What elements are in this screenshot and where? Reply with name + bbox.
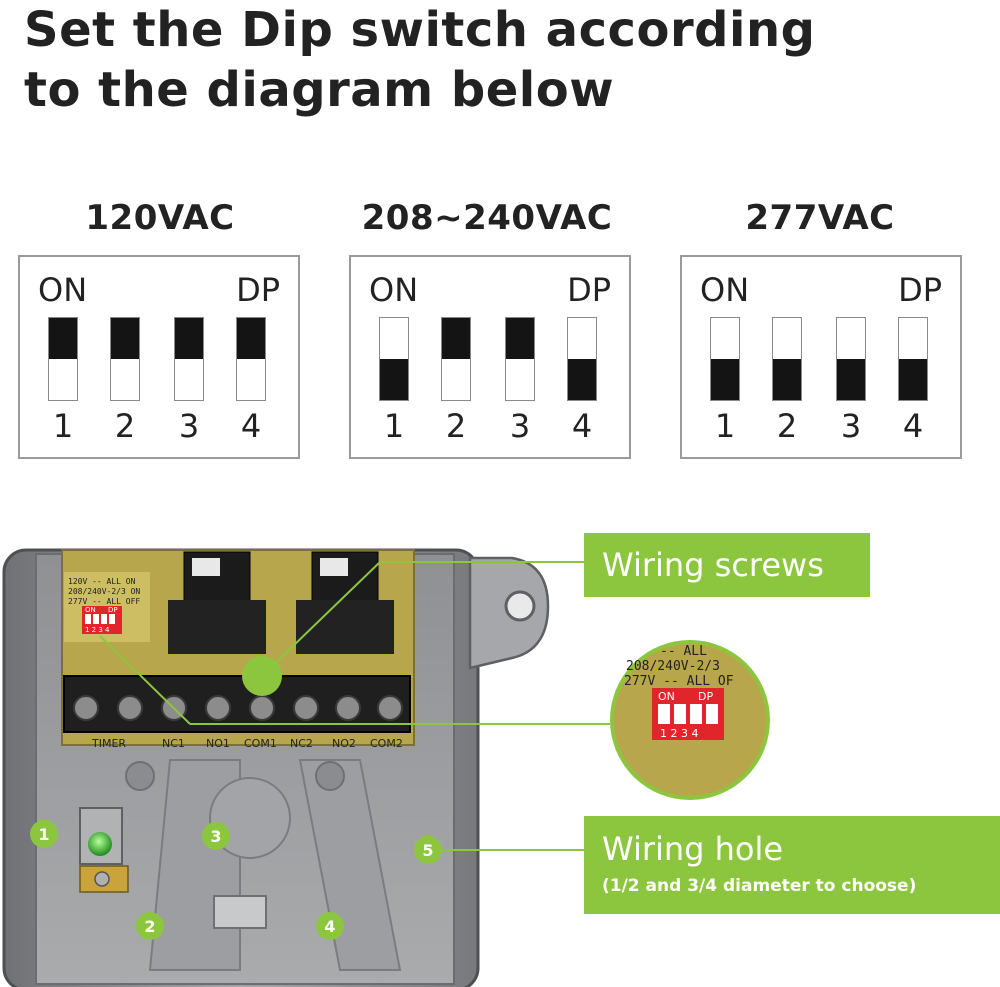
marker-1: 1 — [30, 820, 58, 848]
zoom-dip-levers — [658, 704, 718, 724]
board-dip-levers — [85, 614, 115, 624]
dip-on-label: ON — [369, 271, 419, 309]
dip-switch-1 — [710, 317, 740, 401]
dip-switch-4 — [236, 317, 266, 401]
dip-switch-number: 2 — [445, 407, 467, 445]
dip-switch-knob — [111, 318, 139, 359]
marker-3: 3 — [202, 822, 230, 850]
dip-switch-number: 1 — [383, 407, 405, 445]
dip-switch-3 — [174, 317, 204, 401]
mounting-hole — [504, 590, 536, 622]
zoom-dip-nums: 1 2 3 4 — [660, 727, 698, 740]
dip-switch-4 — [898, 317, 928, 401]
dip-switch-number: 4 — [902, 407, 924, 445]
screw-callout-dot — [242, 656, 282, 696]
dip-switch-knob — [506, 318, 534, 359]
zoom-dip-on: ON — [658, 690, 675, 703]
dip-switch-number: 3 — [509, 407, 531, 445]
svg-text:4: 4 — [324, 917, 335, 936]
board-dip-dp: DP — [108, 606, 118, 614]
dip-switch-number: 3 — [178, 407, 200, 445]
terminal-label-nc2: NC2 — [290, 737, 313, 750]
terminal-label-com1: COM1 — [244, 737, 277, 750]
zoom-label-line-1: -- ALL — [660, 644, 707, 659]
board-dip-on: ON — [85, 606, 96, 614]
dip-dp-label: DP — [236, 271, 280, 309]
callout-wiring-screws: Wiring screws — [584, 533, 870, 597]
page-title-line-1: Set the Dip switch according — [24, 2, 816, 58]
dip-switch-number: 1 — [714, 407, 736, 445]
dip-switch-knob — [899, 359, 927, 400]
dip-switch-number: 4 — [571, 407, 593, 445]
dip-switch-knob — [711, 359, 739, 400]
svg-text:3: 3 — [210, 827, 221, 846]
dip-switch-panel-2: ON DP 1 2 3 4 — [680, 255, 962, 459]
marker-5: 5 — [414, 836, 442, 864]
board-label-line-3: 277V -- ALL OFF — [68, 597, 140, 606]
callout-wiring-hole-subtitle: (1/2 and 3/4 diameter to choose) — [602, 876, 917, 896]
terminal-label-nc1: NC1 — [162, 737, 185, 750]
board-label-line-2: 208/240V-2/3 ON — [68, 587, 140, 596]
callout-wiring-hole-title: Wiring hole — [602, 830, 784, 868]
terminal-screws — [73, 695, 403, 721]
dip-switch-number: 2 — [114, 407, 136, 445]
dip-switch-panel-0: ON DP 1 2 3 4 — [18, 255, 300, 459]
dip-switch-knob — [380, 359, 408, 400]
svg-text:5: 5 — [422, 841, 433, 860]
dip-dp-label: DP — [898, 271, 942, 309]
dip-switch-knob — [237, 318, 265, 359]
dip-title-1: 208~240VAC — [361, 198, 613, 238]
callout-lines — [99, 561, 610, 851]
page-title-line-2: to the diagram below — [24, 62, 615, 118]
dip-switch-knob — [837, 359, 865, 400]
dip-switch-number: 3 — [840, 407, 862, 445]
dip-switch-2 — [110, 317, 140, 401]
dip-switch-1 — [379, 317, 409, 401]
dip-switch-knob — [49, 318, 77, 359]
dip-switch-knob — [175, 318, 203, 359]
dip-switch-2 — [772, 317, 802, 401]
terminal-label-no1: NO1 — [206, 737, 230, 750]
svg-text:2: 2 — [144, 917, 155, 936]
enclosure-illustration: 120V -- ALL ON 208/240V-2/3 ON 277V -- A… — [2, 548, 770, 987]
svg-text:1: 1 — [38, 825, 49, 844]
dip-switch-knob — [442, 318, 470, 359]
terminal-label-timer: TIMER — [91, 737, 126, 750]
terminal-label-no2: NO2 — [332, 737, 356, 750]
callout-wiring-hole: Wiring hole (1/2 and 3/4 diameter to cho… — [584, 816, 1000, 914]
zoom-label-line-3: 277V -- ALL OF — [624, 674, 734, 689]
dip-on-label: ON — [700, 271, 750, 309]
marker-2: 2 — [136, 912, 164, 940]
dip-switch-number: 2 — [776, 407, 798, 445]
dip-switch-number: 1 — [52, 407, 74, 445]
dip-switch-1 — [48, 317, 78, 401]
dip-dp-label: DP — [567, 271, 611, 309]
dip-title-0: 120VAC — [85, 198, 235, 238]
dip-switch-number: 4 — [240, 407, 262, 445]
dip-switch-2 — [441, 317, 471, 401]
dip-title-2: 277VAC — [745, 198, 895, 238]
zoom-dip-dp: DP — [698, 690, 713, 703]
dip-switch-3 — [836, 317, 866, 401]
dip-switch-3 — [505, 317, 535, 401]
terminal-label-com2: COM2 — [370, 737, 403, 750]
dip-switch-knob — [773, 359, 801, 400]
dip-on-label: ON — [38, 271, 88, 309]
zoom-label-line-2: 208/240V-2/3 — [626, 659, 720, 674]
dip-zoom-circle: -- ALL 208/240V-2/3 277V -- ALL OF ON DP… — [610, 640, 770, 800]
board-dip-nums: 1 2 3 4 — [85, 626, 110, 634]
marker-4: 4 — [316, 912, 344, 940]
dip-switch-knob — [568, 359, 596, 400]
dip-switch-panel-1: ON DP 1 2 3 4 — [349, 255, 631, 459]
board-label-line-1: 120V -- ALL ON — [68, 577, 136, 586]
led-green-icon — [88, 832, 112, 856]
dip-switch-4 — [567, 317, 597, 401]
